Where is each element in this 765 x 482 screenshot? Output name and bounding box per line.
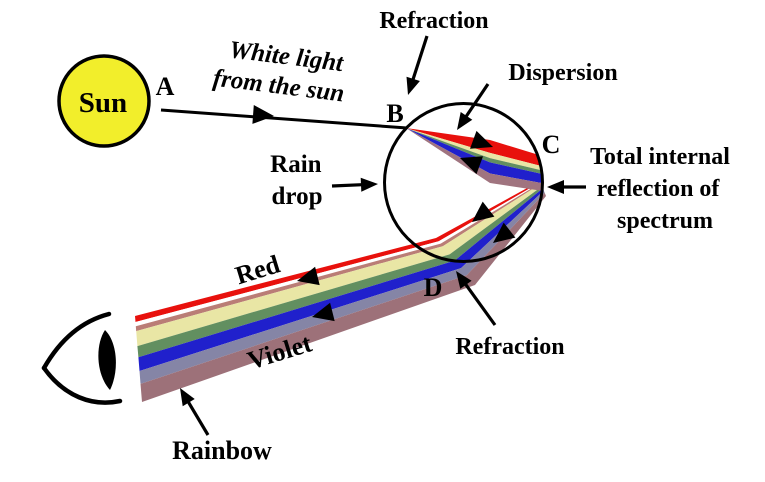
rainbow-red-arrowhead [297, 266, 320, 286]
rain-drop-arrow-head [360, 177, 378, 192]
refraction-top-arrow-head [406, 76, 420, 95]
white-light-label: White light from the sun [211, 35, 350, 108]
refraction-top-label: Refraction [379, 8, 488, 34]
spectrum-band-mauve_upper [406, 128, 543, 191]
dispersed-beam-reflected [135, 181, 546, 402]
spectrum-band-slate [139, 190, 545, 384]
point-b-label: B [386, 99, 403, 128]
annotation-arrows [180, 35, 586, 436]
point-d-label: D [424, 273, 443, 302]
beam-cd-arrowhead-2 [493, 222, 516, 243]
ray-direction-arrowhead [252, 105, 274, 124]
dispersion-arrow-shaft [461, 83, 490, 123]
rainbow-arrow-shaft [183, 395, 210, 436]
spectrum-band-cream [406, 128, 541, 171]
sun-label: Sun [79, 87, 127, 119]
spectrum-band-blue [138, 188, 544, 371]
total-internal-reflection-label: Total internal reflection of spectrum [590, 144, 736, 234]
refraction-bottom-arrow-head [456, 271, 472, 289]
sun-shape [57, 54, 151, 148]
white-light-ray [160, 108, 408, 130]
rainbow-violet-arrowhead [312, 302, 335, 322]
spectrum-band-green [137, 186, 543, 358]
refraction-bottom-label: Refraction [455, 334, 564, 360]
eye-pupil [98, 330, 116, 390]
point-c-label: C [542, 130, 561, 159]
spectrum-band-green [406, 128, 542, 174]
spectrum-band-rose [135, 182, 542, 332]
spectrum-band-mauve [140, 192, 546, 402]
point-a-label: A [156, 72, 175, 101]
refraction-top-arrow-shaft [409, 35, 429, 86]
beam-cd-arrowhead-1 [472, 201, 495, 222]
raindrop-circle [383, 102, 544, 263]
spectrum-band-red [135, 181, 541, 322]
spectrum-band-cream [136, 183, 543, 347]
eye-icon [41, 311, 123, 405]
dispersion-label: Dispersion [508, 60, 617, 86]
rain-drop-label: Rain drop [270, 151, 328, 210]
rainbow-label: Rainbow [172, 436, 272, 465]
dispersion-arrow-head [457, 112, 473, 130]
spectrum-band-blue [406, 128, 543, 184]
rainbow-arrow-head [180, 388, 195, 407]
beam-bc-back-arrowhead [460, 156, 483, 175]
refraction-bottom-arrow-shaft [460, 278, 497, 326]
beam-bc-arrowhead [470, 130, 493, 149]
total-internal-reflection-arrow-head [547, 180, 564, 194]
spectrum-band-white [135, 182, 541, 327]
